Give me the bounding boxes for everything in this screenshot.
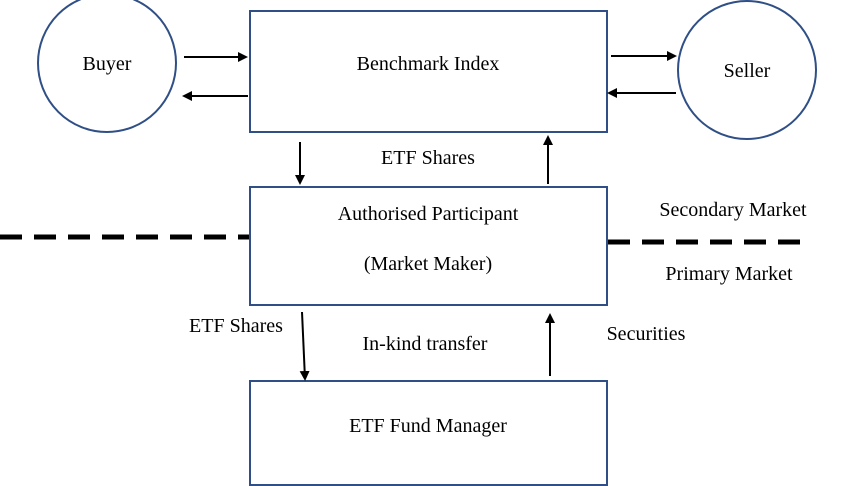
authorised-participant-label: Authorised Participant: [338, 203, 519, 225]
buyer-node: Buyer: [37, 0, 177, 133]
benchmark-index-node: Benchmark Index: [249, 10, 608, 133]
authorised-participant-box: [249, 186, 608, 306]
buyer-label: Buyer: [83, 53, 132, 75]
arrow-ap-to-fund-manager: [299, 311, 310, 381]
seller-label: Seller: [724, 60, 771, 82]
securities-label: Securities: [607, 323, 686, 345]
etf-fund-manager-box: [249, 380, 608, 486]
etf-fund-manager-node: ETF Fund Manager: [249, 380, 608, 486]
benchmark-index-label: Benchmark Index: [357, 53, 500, 75]
primary-market-label: Primary Market: [665, 263, 793, 285]
market-maker-label: (Market Maker): [364, 253, 492, 275]
etf-shares-lower-label: ETF Shares: [189, 315, 283, 337]
etf-fund-manager-label: ETF Fund Manager: [349, 415, 507, 437]
seller-node: Seller: [677, 0, 817, 140]
seller-circle: [677, 0, 817, 140]
etf-shares-upper-label: ETF Shares: [381, 147, 475, 169]
authorised-participant-node: Authorised Participant (Market Maker): [249, 186, 608, 306]
buyer-circle: [37, 0, 177, 133]
in-kind-transfer-label: In-kind transfer: [363, 333, 488, 355]
secondary-market-label: Secondary Market: [659, 199, 807, 221]
benchmark-index-box: [249, 10, 608, 133]
